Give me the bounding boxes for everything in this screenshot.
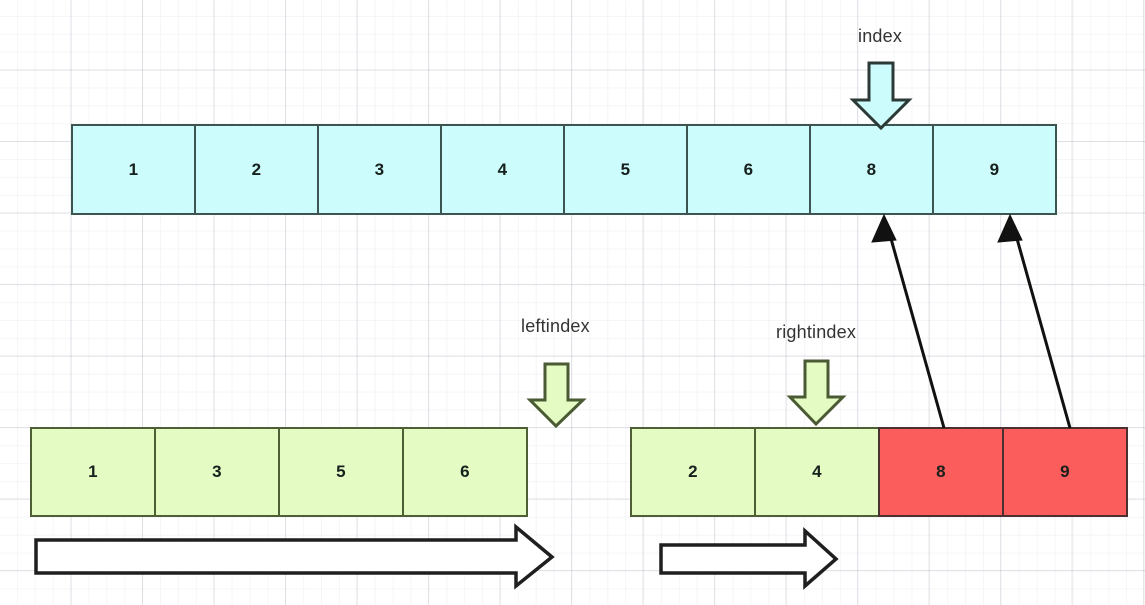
left-subarray-cell-1: 3 [154,427,280,517]
leftindex-pointer-arrow [526,362,587,429]
right-subarray-cell-0: 2 [630,427,756,517]
left-subarray-cell-3: 6 [402,427,528,517]
merged-array-cell-6: 8 [809,124,934,215]
leftindex-label: leftindex [521,316,590,336]
right-subarray-cell-2: 8 [878,427,1004,517]
copy-arrow-9 [997,213,1072,429]
rightindex-pointer-arrow [786,359,847,427]
merged-array-cell-7: 9 [932,124,1057,215]
merged-array-cell-4: 5 [563,124,688,215]
left-scan-arrow [34,523,555,590]
merged-array-cell-0: 1 [71,124,196,215]
rightindex-label: rightindex [776,322,857,342]
left-subarray-cell-2: 5 [278,427,404,517]
merged-array-cell-3: 4 [440,124,565,215]
right-subarray-cell-1: 4 [754,427,880,517]
merged-array-cell-2: 3 [317,124,442,215]
merged-array-cell-5: 6 [686,124,811,215]
merged-array-cell-1: 2 [194,124,319,215]
left-subarray-cell-0: 1 [30,427,156,517]
index-pointer-arrow [849,61,913,131]
index-label: index [858,26,903,46]
copy-arrow-8 [871,213,946,429]
right-scan-arrow [659,527,839,590]
right-subarray-cell-3: 9 [1002,427,1128,517]
